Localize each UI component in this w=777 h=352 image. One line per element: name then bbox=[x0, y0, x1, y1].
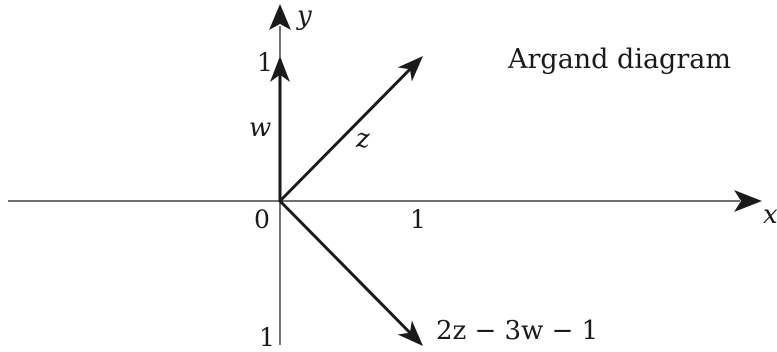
vector-z-arrowhead bbox=[397, 56, 423, 82]
vector-w-label: w bbox=[249, 113, 271, 143]
vector-layer: w z 2z − 3w − 1 bbox=[249, 56, 598, 346]
y-tick-label-top: 1 bbox=[257, 48, 273, 77]
diagram-title: Argand diagram bbox=[507, 44, 731, 75]
vector-z-label: z bbox=[355, 124, 370, 154]
origin-label: 0 bbox=[254, 205, 270, 234]
x-axis-arrowhead bbox=[734, 190, 762, 212]
y-axis-arrowhead bbox=[269, 4, 291, 30]
vector-combo-label: 2z − 3w − 1 bbox=[436, 316, 598, 346]
vector-z-shaft bbox=[278, 67, 412, 203]
y-tick-label-bottom: 1 bbox=[259, 323, 275, 352]
x-axis-label: x bbox=[763, 200, 777, 230]
vector-combo-shaft bbox=[278, 199, 412, 335]
x-tick-label-1: 1 bbox=[410, 205, 426, 234]
y-axis-label: y bbox=[296, 1, 312, 31]
vector-w-arrowhead bbox=[270, 56, 290, 82]
vector-combo-arrowhead bbox=[397, 320, 423, 346]
